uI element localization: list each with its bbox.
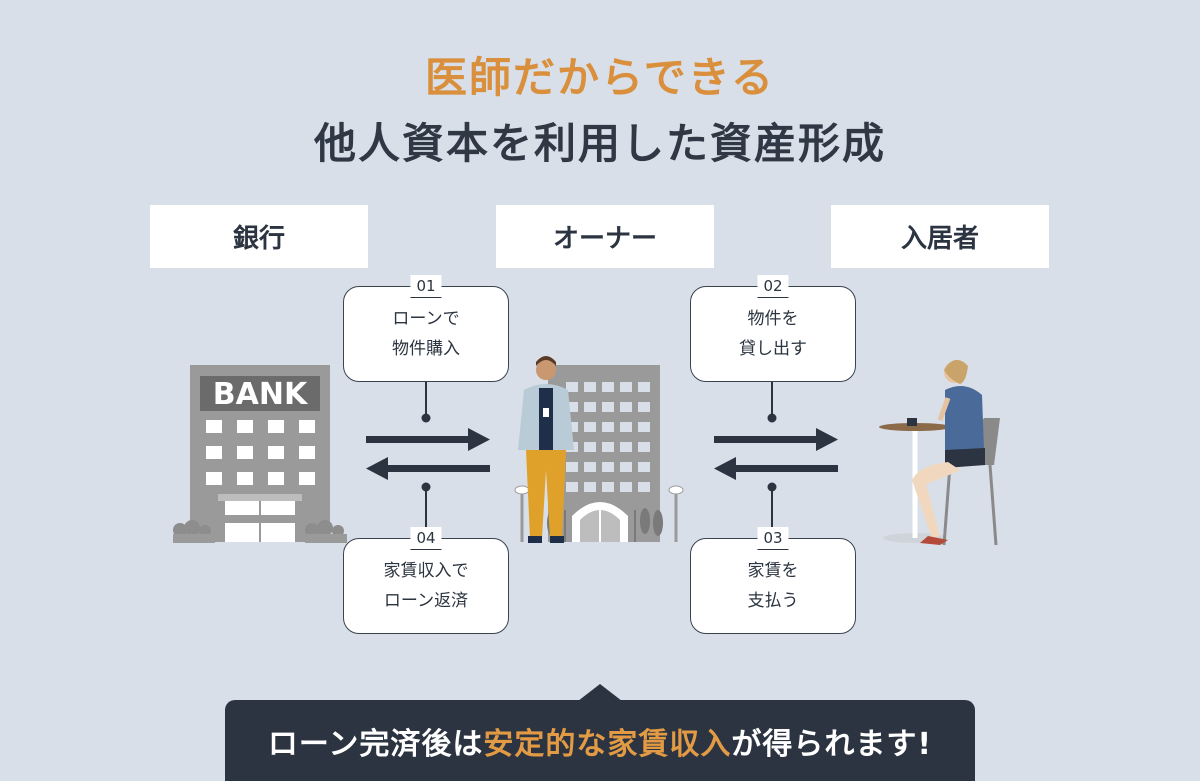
step-04-line1: 家賃収入で	[383, 561, 469, 581]
banner-highlight: 安定的な家賃収入	[483, 726, 732, 762]
step-03-line2: 支払う	[747, 591, 799, 611]
step-04-bubble: 04 家賃収入で ローン返済	[343, 527, 509, 634]
step-01-bubble: 01 ローンで 物件購入	[343, 275, 509, 382]
step-03-line1: 家賃を	[747, 561, 799, 581]
banner-suffix: が得られます!	[731, 726, 933, 762]
step-03-number: 03	[757, 527, 789, 550]
owner-person-icon	[518, 356, 574, 543]
tenant-person-icon	[879, 359, 1000, 546]
diagram-subtitle: 医師だからできる	[425, 53, 775, 102]
bank-building-icon: BANK	[173, 365, 347, 543]
bank-header: 銀行	[150, 205, 368, 268]
step-01-number: 01	[410, 275, 442, 298]
step-04-number: 04	[410, 527, 442, 550]
banner-notch	[578, 684, 622, 701]
flow-arrows	[366, 428, 838, 480]
bottom-banner: ローン完済後は安定的な家賃収入が得られます!	[225, 700, 975, 781]
diagram-title: 他人資本を利用した資産形成	[313, 119, 886, 168]
step-03-bubble: 03 家賃を 支払う	[690, 527, 856, 634]
step-02-bubble: 02 物件を 貸し出す	[690, 275, 856, 382]
step-02-number: 02	[757, 275, 789, 298]
banner-prefix: ローン完済後は	[267, 726, 484, 762]
step-01-line2: 物件購入	[392, 339, 460, 359]
step-02-line1: 物件を	[747, 309, 799, 329]
tenant-header: 入居者	[831, 205, 1049, 268]
step-04-line2: ローン返済	[383, 591, 469, 611]
step-02-line2: 貸し出す	[739, 339, 807, 359]
owner-header: オーナー	[496, 205, 714, 268]
step-01-line1: ローンで	[392, 309, 460, 329]
bank-sign-label: BANK	[213, 377, 309, 412]
